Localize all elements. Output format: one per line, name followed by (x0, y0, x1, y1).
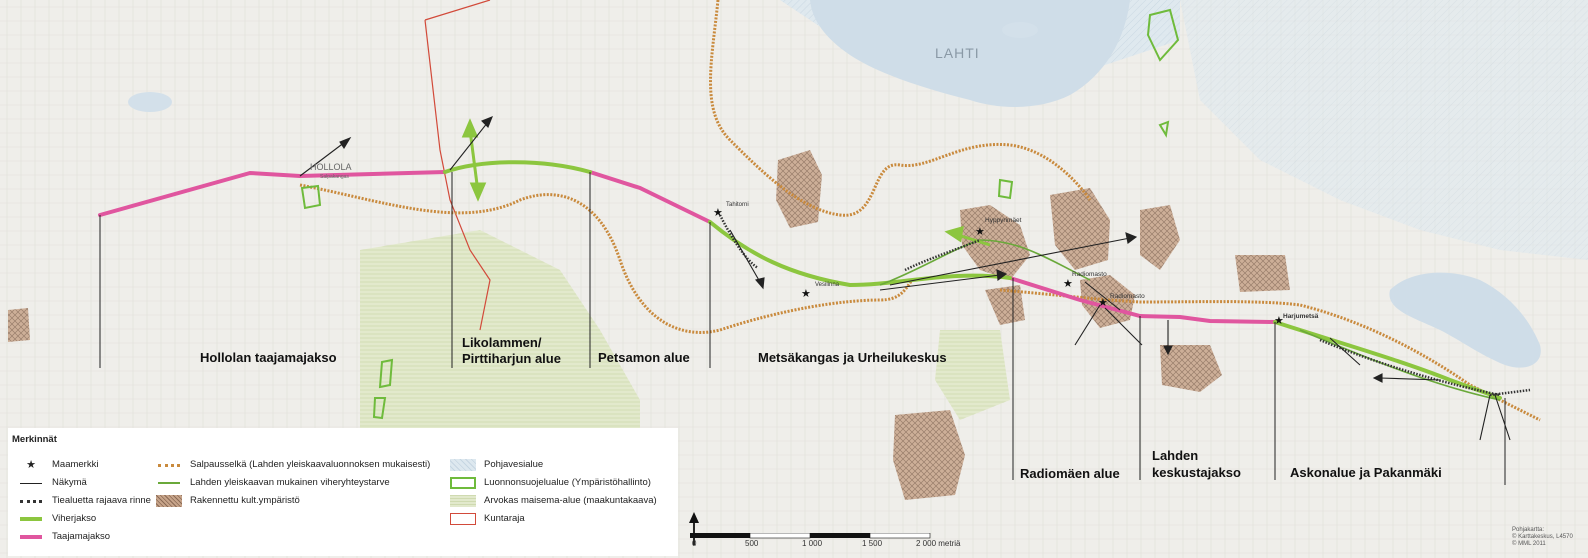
groundwater-swatch-icon (450, 458, 476, 471)
legend-title: Merkinnät (12, 434, 57, 445)
legend-item-groundwater: Pohjavesialue (450, 458, 543, 471)
lake-east (1389, 272, 1541, 368)
salpausselka-ridge (299, 0, 1541, 422)
place-label-vesilinna: Vesilinna (815, 282, 840, 288)
legend-label: Taajamajakso (52, 531, 111, 542)
credit-line: © MML 2011 (1512, 541, 1546, 547)
section-title-askonalue: Askonalue ja Pakanmäki (1290, 465, 1442, 480)
landmark-star-icon: ★ (975, 226, 985, 238)
landmark-star-icon: ★ (801, 288, 811, 300)
legend-label: Viherjakso (52, 513, 97, 524)
cultural-area (1140, 205, 1180, 270)
landscape-area-2 (935, 330, 1010, 420)
cultural-area (1050, 188, 1110, 270)
legend-item-nature-reserve: Luonnonsuojelualue (Ympäristöhallinto) (450, 476, 651, 489)
section-title-likolampi: Likolammen/ (462, 335, 542, 350)
place-label-tahitorni: Tahitorni (726, 202, 749, 208)
landmark-star-icon: ★ (1063, 278, 1073, 290)
star-icon: ★ (26, 458, 36, 471)
legend-item-green-connection: Lahden yleiskaavan mukainen viheryhteyst… (156, 476, 390, 489)
legend-label: Rakennettu kult.ympäristö (190, 495, 300, 506)
credit-line: © Karttakeskus, L4570 (1512, 534, 1573, 540)
map-legend: Merkinnät ★ Maamerkki Näkymä Tiealuetta … (8, 428, 678, 556)
cultural-area (985, 285, 1025, 325)
map-credits: Pohjakartta: © Karttakeskus, L4570 © MML… (1512, 527, 1573, 548)
municipal-border (424, 0, 491, 331)
place-label-radiomasto-2: Radiomasto (1110, 293, 1145, 300)
place-label-salpakangas: Salpakangas (320, 174, 349, 180)
ridge-line-icon (156, 459, 182, 471)
cultural-area (1235, 255, 1290, 292)
green-line-icon (18, 513, 44, 525)
cultural-area (776, 150, 822, 228)
pond-north (1002, 22, 1038, 38)
pink-line-icon (18, 531, 44, 543)
lake-vesijarvi (810, 0, 1130, 107)
section-title-keskusta: Lahden (1152, 448, 1198, 463)
place-label-lahti: LAHTI (935, 45, 980, 61)
section-title-hollola: Hollolan taajamajakso (200, 350, 337, 365)
landmark-stars: ★ ★ ★ ★ ★ ★ (713, 207, 1284, 327)
landmark-star-icon: ★ (713, 207, 723, 219)
cultural-area (1160, 345, 1222, 392)
north-arrow-icon (689, 512, 699, 545)
scale-bar (690, 533, 931, 539)
legend-item-landmark: ★ Maamerkki (18, 458, 98, 471)
place-label-hyppyrimaet: Hyppyrimäet (985, 217, 1022, 224)
section-boundaries (99, 172, 1506, 485)
credit-line: Pohjakartta: (1512, 527, 1545, 533)
legend-item-landscape: Arvokas maisema-alue (maakuntakaava) (450, 494, 657, 507)
scale-tick: 1 500 (862, 539, 883, 548)
legend-label: Kuntaraja (484, 513, 525, 524)
cultural-area (8, 308, 30, 342)
legend-item-taajamajakso: Taajamajakso (18, 530, 110, 543)
legend-item-viherjakso: Viherjakso (18, 512, 96, 525)
section-title-keskusta: keskustajakso (1152, 465, 1241, 480)
legend-label: Arvokas maisema-alue (maakuntakaava) (484, 495, 657, 506)
legend-item-view: Näkymä (18, 476, 87, 489)
section-titles: Hollolan taajamajakso Likolammen/ Pirtti… (200, 335, 1442, 481)
place-label-radiomasto-1: Radiomasto (1072, 271, 1107, 278)
legend-label: Tiealuetta rajaava rinne (52, 495, 151, 506)
legend-label: Pohjavesialue (484, 459, 544, 470)
green-arrow (461, 118, 991, 247)
nature-reserves (300, 8, 1180, 420)
legend-item-salpausselka: Salpausselkä (Lahden yleiskaavaluonnokse… (156, 458, 430, 471)
groundwater-area-east (1180, 0, 1588, 260)
section-title-likolampi: Pirttiharjun alue (462, 351, 561, 366)
view-line-icon (18, 477, 44, 489)
view-arrows (299, 116, 1511, 441)
viherjakso-route (443, 160, 1502, 400)
hatch-swatch-icon (156, 494, 182, 507)
legend-label: Lahden yleiskaavan mukainen viheryhteyst… (190, 477, 390, 488)
scale-tick: 2 000 metriä (916, 539, 961, 548)
cultural-area (893, 410, 965, 500)
border-swatch-icon (450, 512, 476, 525)
landmark-star-icon: ★ (1098, 297, 1108, 309)
legend-label: Luonnonsuojelualue (Ympäristöhallinto) (484, 477, 651, 488)
legend-label: Salpausselkä (Lahden yleiskaavaluonnokse… (190, 459, 431, 470)
scale-tick: 0 (692, 539, 697, 548)
green-thin-line-icon (156, 477, 182, 489)
place-label-hollola: HOLLOLA (310, 162, 352, 172)
legend-label: Maamerkki (52, 459, 99, 470)
scale-labels: 0 500 1 000 1 500 2 000 metriä (690, 536, 990, 550)
section-title-petsamo: Petsamon alue (598, 350, 690, 365)
taajamajakso-route (98, 170, 1277, 324)
nature-reserve-swatch-icon (450, 476, 476, 489)
landscape-swatch-icon (450, 494, 476, 507)
legend-item-slope: Tiealuetta rajaava rinne (18, 494, 151, 507)
slope-lines (718, 214, 1531, 397)
legend-item-border: Kuntaraja (450, 512, 525, 525)
legend-item-cultural: Rakennettu kult.ympäristö (156, 494, 300, 507)
pond-west (128, 92, 172, 112)
place-label-harjumetsa: Harjumetsä (1283, 313, 1319, 320)
scale-tick: 1 000 (802, 539, 823, 548)
section-title-radiomaki: Radiomäen alue (1020, 466, 1120, 481)
scale-tick: 500 (745, 539, 759, 548)
legend-label: Näkymä (52, 477, 87, 488)
section-title-metsakangas: Metsäkangas ja Urheilukeskus (758, 350, 947, 365)
slope-line-icon (18, 495, 44, 507)
landmark-star-icon: ★ (1274, 315, 1284, 327)
